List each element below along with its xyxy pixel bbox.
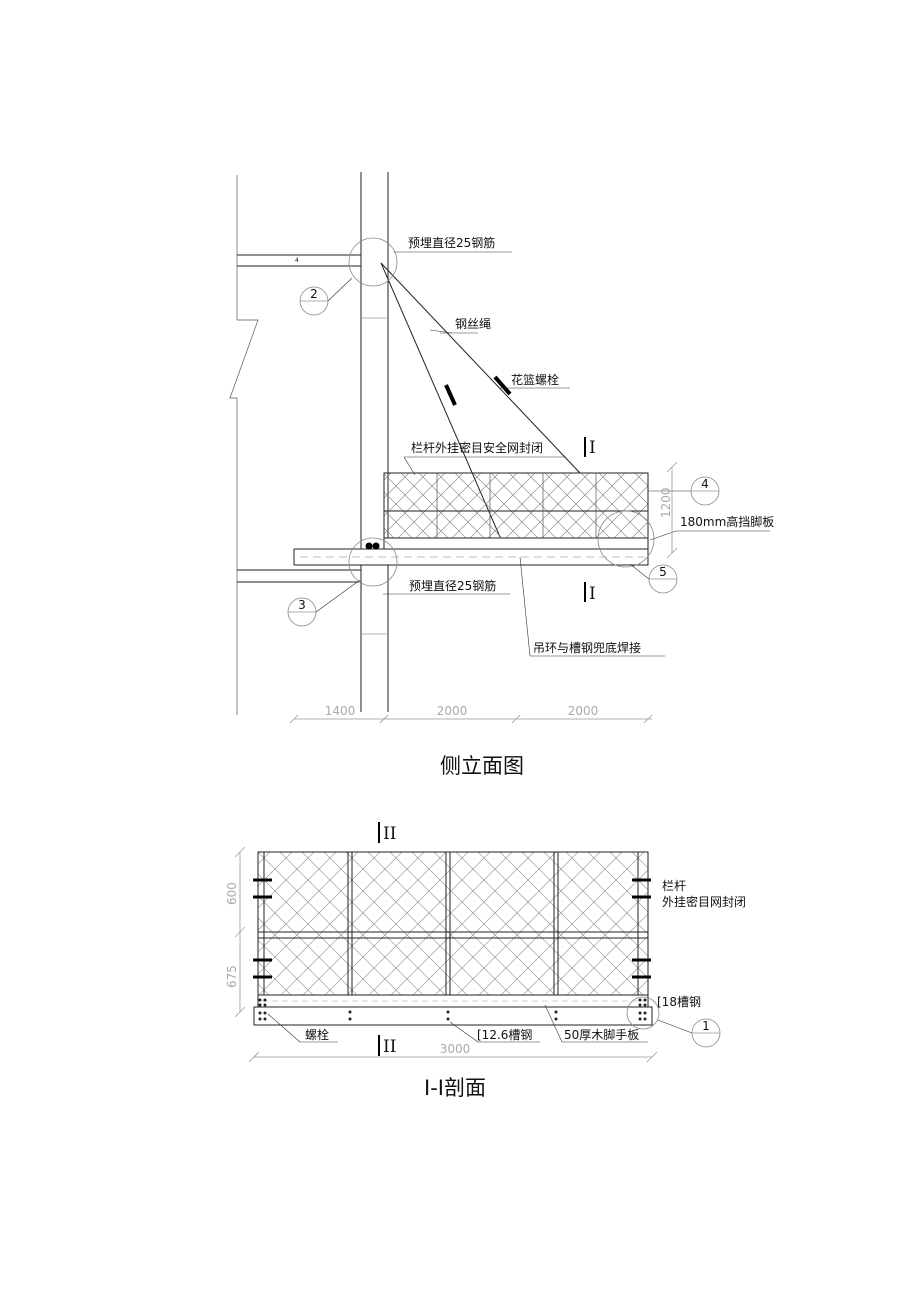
detail-circle-section [626,996,660,1030]
label-scaffold-board: 50厚木脚手板 [564,1027,639,1042]
elevation-caption: 侧立面图 [440,754,524,778]
svg-text:4: 4 [295,257,299,264]
section-railing-net [257,851,649,996]
label-turnbuckle: 花篮螺栓 [511,372,559,387]
callout-2-label: 2 [310,287,318,301]
side-elevation-drawing: 4 [229,172,774,778]
label-railing-net-sec: 外挂密目网封闭 [662,894,746,909]
section-mark-bottom: I [589,584,596,604]
dim-3000: 3000 [440,1042,471,1056]
callout-5: 5 [629,563,678,594]
dim-2000-b: 2000 [568,704,599,718]
label-lifting-ring: 吊环与槽钢兜底焊接 [533,640,641,655]
callout-5-label: 5 [659,565,667,579]
callout-1-label: 1 [702,1019,710,1033]
label-railing-net: 栏杆外挂密目安全网封闭 [411,440,543,455]
label-railing: 栏杆 [662,878,686,893]
label-wire-rope: 钢丝绳 [455,317,491,331]
dim-675: 675 [225,965,239,988]
lifting-ring-1 [365,542,373,550]
callout-3-label: 3 [298,598,306,612]
dim-600: 600 [225,882,239,905]
railing-clamps [253,878,651,979]
label-embed-top: 预埋直径25钢筋 [408,235,495,250]
section-drawing: II II 栏杆 外挂密目网封闭 [18槽钢 螺栓 [12.6槽钢 50厚木脚手… [225,822,746,1100]
section-mark-ii-bottom: II [383,1037,396,1057]
dim-section-horizontal: 3000 [248,1042,658,1063]
turnbuckle-2 [493,375,512,396]
building-wall [229,172,389,715]
label-toe-board: 180mm高挡脚板 [680,514,774,529]
channel-18 [253,1006,653,1026]
callout-4-label: 4 [701,477,709,491]
label-embed-bottom: 预埋直径25钢筋 [409,578,496,593]
detail-circle-toe [597,510,655,568]
dim-height-label: 1200 [659,487,673,518]
detail-circle-upper [348,237,398,287]
section-mark-top: I [589,438,596,458]
callout-4: 4 [648,476,720,506]
dim-1400: 1400 [325,704,356,718]
label-bolt: 螺栓 [305,1027,329,1042]
railing-net [383,472,649,539]
toe-board [383,537,649,550]
upper-slab: 4 [237,254,361,267]
bolts [258,998,647,1021]
detail-circle-lower [348,537,398,587]
lower-slab [237,569,361,583]
callout-3: 3 [287,579,361,627]
label-channel-18: [18槽钢 [657,995,701,1009]
dim-height: 1200 [659,461,678,559]
section-caption: I-I剖面 [424,1076,486,1100]
label-channel-126: [12.6槽钢 [477,1028,532,1042]
callout-2: 2 [299,277,353,316]
dim-horizontal: 1400 2000 2000 [289,704,653,724]
turnbuckle-1 [444,384,457,406]
lifting-ring-2 [372,542,380,550]
dim-2000-a: 2000 [437,704,468,718]
channel-steel-platform [293,548,649,566]
section-mark-ii-top: II [383,824,396,844]
dim-section-vertical: 600 675 [225,846,246,1018]
callout-1: 1 [657,1018,721,1048]
